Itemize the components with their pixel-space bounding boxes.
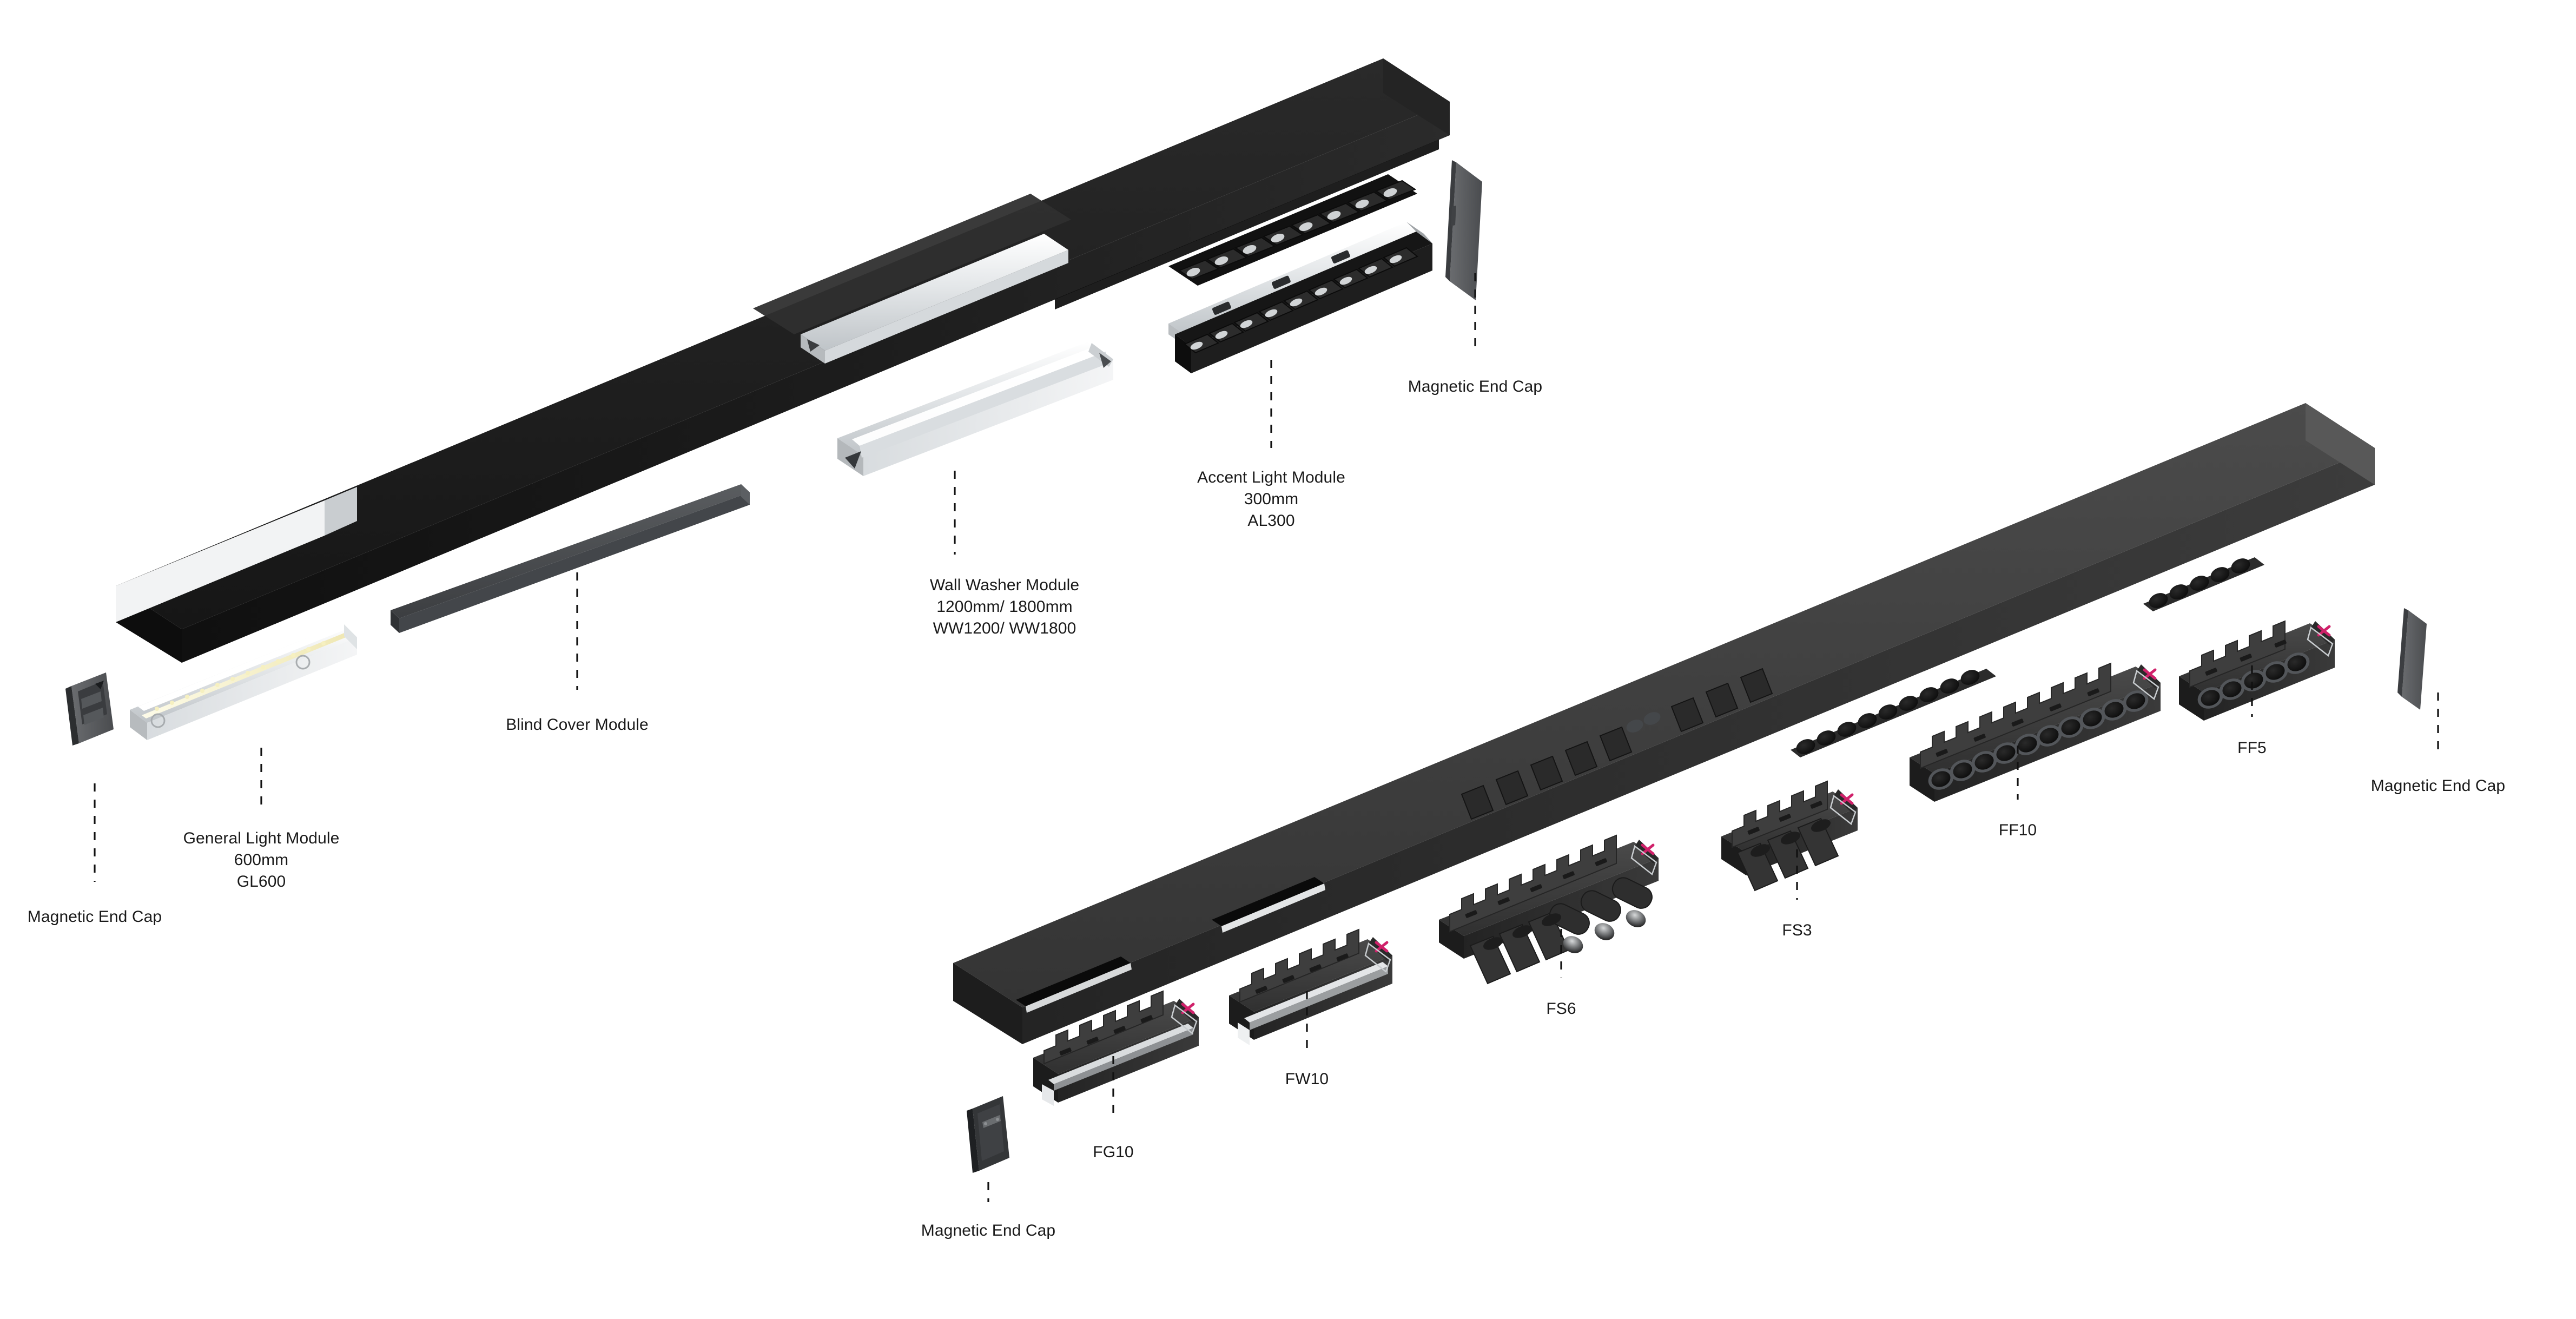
callout-label-fg10: FG10 [1093, 1142, 1133, 1163]
callout-line: Magnetic End Cap [921, 1222, 1056, 1239]
magnetic-end-cap-left[interactable] [65, 672, 114, 746]
callout-line: General Light Module [183, 829, 340, 847]
callout-label-ff5: FF5 [2237, 737, 2267, 759]
module-fs6[interactable] [1439, 834, 1659, 985]
wall-washer-module-ww1200[interactable] [837, 342, 1113, 476]
callout-label-ff10: FF10 [1999, 820, 2037, 841]
callout-label-fw10: FW10 [1285, 1069, 1329, 1090]
callout-leader-lines [94, 273, 2439, 1202]
callout-line: Magnetic End Cap [27, 908, 162, 926]
callout-line: FF5 [2237, 739, 2267, 757]
lower-rail-aperture-row-a [1791, 669, 1996, 757]
general-light-module-gl600[interactable] [130, 622, 357, 740]
callout-line: FG10 [1093, 1143, 1134, 1161]
callout-line: WW1200/ WW1800 [933, 619, 1076, 637]
upper-track-rail[interactable] [116, 58, 1450, 663]
ff10-apertures [1928, 690, 2149, 790]
callout-line: Magnetic End Cap [2370, 777, 2506, 795]
callout-label-blind-cover-module: Blind Cover Module [506, 714, 649, 736]
blind-cover-module[interactable] [391, 484, 750, 633]
callout-line: Magnetic End Cap [1408, 378, 1543, 395]
callout-line: FW10 [1285, 1070, 1329, 1088]
callout-line: FS6 [1546, 1000, 1576, 1018]
callout-label-magnetic-end-cap-right: Magnetic End Cap [2371, 775, 2505, 797]
module-ff10[interactable] [1910, 662, 2161, 802]
callout-line: 1200mm/ 1800mm [936, 597, 1073, 616]
callout-line: 300mm [1244, 490, 1299, 508]
callout-line: Wall Washer Module [929, 576, 1080, 594]
callout-label-magnetic-end-cap-bottom: Magnetic End Cap [921, 1220, 1055, 1242]
callout-label-magnetic-end-cap-left: Magnetic End Cap [28, 906, 162, 928]
ff5-apertures [2197, 652, 2310, 709]
callout-line: GL600 [236, 872, 286, 891]
callout-line: AL300 [1247, 511, 1295, 530]
magnetic-end-cap-bottom[interactable] [967, 1096, 1009, 1173]
callout-line: 600mm [234, 850, 289, 869]
module-ff5[interactable] [2179, 620, 2335, 721]
callout-line: Accent Light Module [1197, 469, 1345, 486]
callout-label-fs6: FS6 [1546, 998, 1576, 1020]
lower-rail-aperture-row-b [2143, 557, 2264, 611]
magnetic-end-cap-top[interactable] [1445, 160, 1482, 300]
module-fw10[interactable] [1229, 928, 1392, 1045]
callout-line: FS3 [1782, 921, 1812, 939]
lower-track-rail[interactable] [953, 403, 2375, 1044]
magnetic-end-cap-right[interactable] [2397, 608, 2427, 710]
upper-rail-louvre-array [1168, 174, 1417, 286]
module-fs3[interactable] [1721, 780, 1858, 892]
fs6-spot-heads [1469, 877, 1653, 985]
callout-label-fs3: FS3 [1782, 920, 1812, 941]
callout-label-magnetic-end-cap-top: Magnetic End Cap [1408, 376, 1542, 398]
accent-light-module-al300[interactable] [1168, 222, 1432, 373]
lower-rail-seated-spot-heads [1461, 668, 1773, 820]
callout-line: FF10 [1998, 821, 2037, 839]
callout-line: Blind Cover Module [506, 716, 649, 734]
module-fg10[interactable] [1033, 990, 1199, 1106]
